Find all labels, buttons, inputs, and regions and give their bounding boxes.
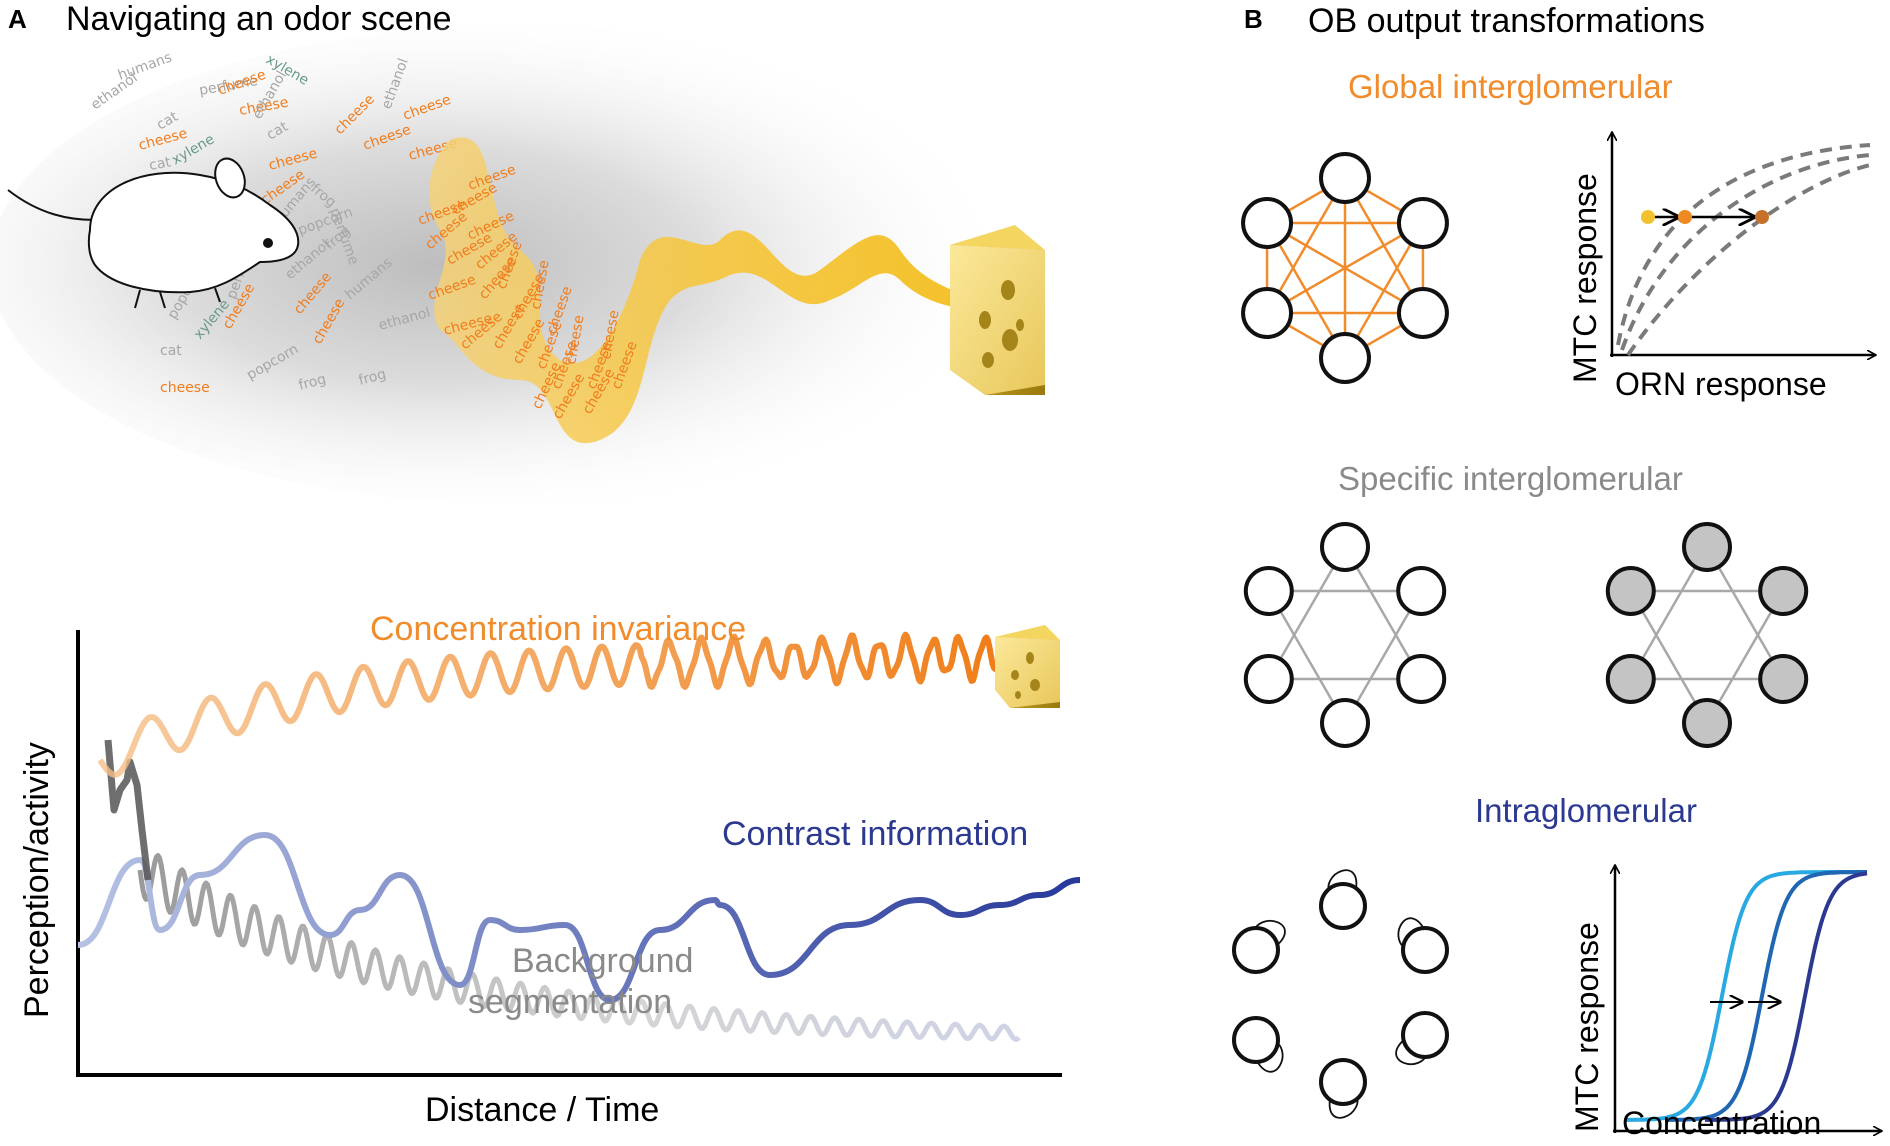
glomerulus-node: [1758, 566, 1809, 616]
glomerulus-node: [1396, 197, 1449, 249]
glomerulus-node: [1243, 654, 1294, 704]
y-axis-label: Perception/activity: [18, 742, 56, 1018]
glomerulus-node: [1396, 287, 1449, 339]
glomerulus-node: [1319, 152, 1371, 204]
glomerulus-node: [1605, 654, 1656, 704]
contrast-information-label: Contrast information: [722, 815, 1028, 853]
panel-a-letter: A: [8, 4, 27, 34]
specific-connection: [1705, 546, 1785, 680]
global-point-2: [1678, 210, 1692, 224]
background-label-line1: Background: [512, 942, 693, 980]
background-label-line2: segmentation: [468, 983, 672, 1021]
glomerulus-node: [1241, 197, 1294, 249]
global-point-1: [1641, 210, 1655, 224]
mouse-illustration: [7, 157, 300, 309]
odor-word: frog: [357, 366, 388, 389]
mouse-tail: [7, 189, 96, 221]
global-curve-2: [1620, 153, 1871, 351]
intraglomerular-title: Intraglomerular: [1475, 792, 1697, 829]
glomerulus-node: [1241, 287, 1294, 339]
initial-response-curve: [104, 739, 152, 881]
global-interglomerular-title: Global interglomerular: [1348, 68, 1673, 105]
panel-b-title: OB output transformations: [1308, 2, 1705, 40]
specific-connection: [1629, 546, 1709, 680]
global-connection: [1266, 221, 1424, 315]
specific-interglomerular-title: Specific interglomerular: [1338, 460, 1683, 497]
intra-response-plot: MTC response Concentration: [1569, 865, 1882, 1141]
cheese-icon: [950, 225, 1045, 395]
glomerulus-node: [1682, 698, 1732, 748]
glomerulus-node: [1682, 522, 1732, 572]
glomerulus-node: [1758, 654, 1809, 704]
global-network: [1241, 152, 1449, 384]
glomerulus-node: [1319, 882, 1367, 930]
specific-connection: [1705, 590, 1785, 724]
glomerulus-node: [1401, 926, 1449, 974]
specific-network-filled: [1605, 522, 1809, 748]
glomerulus-node: [1320, 698, 1370, 748]
panel-b-letter: B: [1244, 4, 1263, 34]
intra-x-label: Concentration: [1622, 1105, 1821, 1141]
mouse-ear: [214, 157, 246, 199]
panel-a-title: Navigating an odor scene: [66, 0, 452, 38]
cheese-small-icon: [995, 625, 1060, 708]
odor-word: cheese: [160, 380, 210, 396]
glomerulus-node: [1319, 1058, 1367, 1106]
odor-word: frog: [297, 371, 328, 394]
mouse-legs: [134, 287, 221, 309]
glomerulus-node: [1243, 566, 1294, 616]
global-response-plot: MTC response ORN response: [1567, 132, 1876, 402]
intra-curve-2: [1665, 870, 1867, 1122]
specific-connection: [1343, 590, 1423, 724]
specific-network-open: [1243, 522, 1447, 748]
specific-connection: [1629, 590, 1709, 724]
global-curve-3: [1626, 163, 1871, 357]
global-x-label: ORN response: [1615, 366, 1827, 402]
specific-connection: [1343, 546, 1423, 680]
concentration-invariance-label: Concentration invariance: [370, 610, 746, 648]
plume-words: cheesecheesecheesecheesecheesecheesechee…: [416, 162, 641, 422]
glomerulus-node: [1401, 1011, 1449, 1059]
intra-curve-1: [1625, 870, 1867, 1122]
glomerulus-node: [1396, 654, 1447, 704]
background-segmentation-curve: [137, 853, 1021, 1042]
contrast-information-curve: [77, 832, 1081, 1003]
glomerulus-node: [1320, 522, 1370, 572]
specific-connection: [1267, 590, 1347, 724]
intraglomerular-network: [1232, 869, 1449, 1119]
intra-curve-3: [1705, 871, 1868, 1122]
mouse-body: [87, 171, 300, 294]
x-axis-label: Distance / Time: [425, 1091, 659, 1129]
odor-word: humans: [116, 50, 174, 84]
global-curve-1: [1616, 143, 1871, 346]
specific-connection: [1267, 546, 1347, 680]
concentration-invariance-curve: [97, 631, 1002, 778]
glomerulus-node: [1319, 332, 1371, 384]
mouse-eye: [263, 238, 273, 248]
odor-plume: [429, 137, 986, 444]
intra-y-label: MTC response: [1569, 922, 1605, 1132]
global-point-3: [1755, 210, 1769, 224]
glomerulus-node: [1232, 926, 1280, 974]
glomerulus-node: [1605, 566, 1656, 616]
odor-word: cat: [160, 343, 182, 359]
glomerulus-node: [1232, 1016, 1280, 1064]
global-y-label: MTC response: [1567, 173, 1603, 383]
odor-word: cat: [148, 154, 173, 174]
glomerulus-node: [1396, 566, 1447, 616]
